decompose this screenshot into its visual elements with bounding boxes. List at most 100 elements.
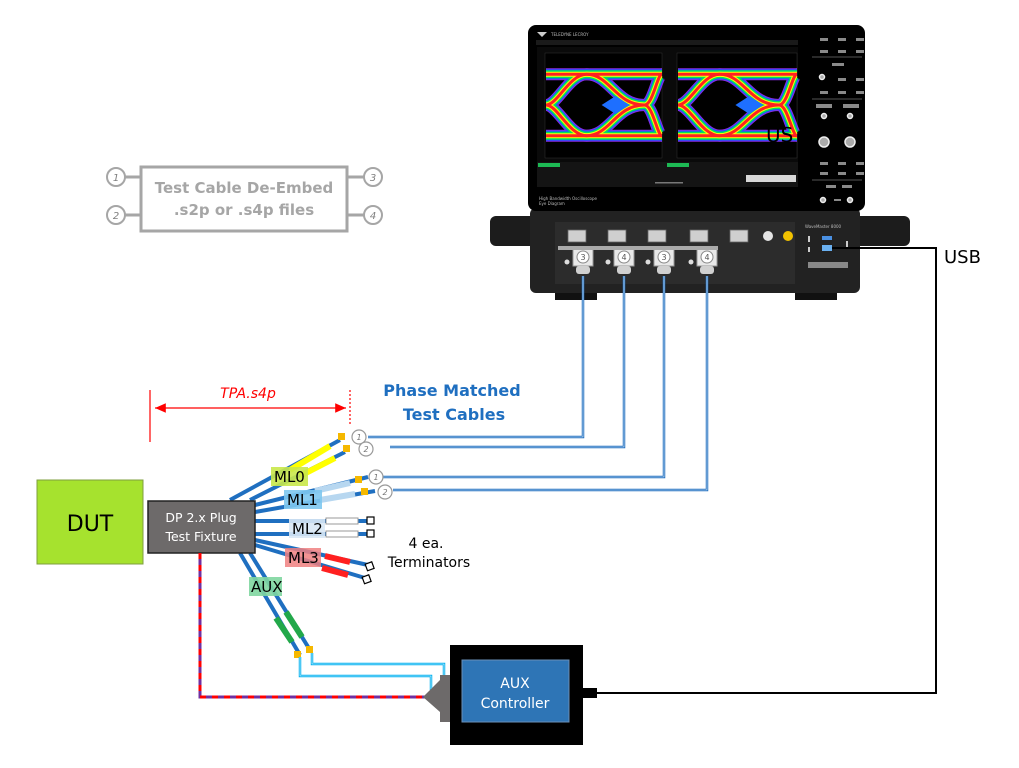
svg-text:2: 2 <box>382 488 387 497</box>
eye-opening <box>601 96 630 114</box>
scope-button[interactable] <box>832 63 844 66</box>
scope-menu-bar[interactable] <box>536 40 798 45</box>
scope-button[interactable] <box>856 38 864 41</box>
lane-label-ml3: ML3 <box>288 549 319 567</box>
cable-port-2b-icon: 2 <box>377 484 393 500</box>
eye-diagram <box>676 68 801 142</box>
terminator-icon <box>364 561 375 572</box>
scope-button[interactable] <box>838 78 846 81</box>
port-3-icon: 3 <box>363 167 383 187</box>
scope-button[interactable] <box>838 172 846 175</box>
usb-label: USB <box>944 247 981 268</box>
deembed-title: Test Cable De-Embed <box>155 179 334 197</box>
usb-port-1[interactable] <box>822 236 832 240</box>
aux-input-port[interactable] <box>567 229 587 243</box>
lane-label-aux: AUX <box>251 578 283 596</box>
led-icon <box>605 259 611 265</box>
terminators-label-line1: 4 ea. <box>409 536 444 552</box>
aux-controller-line2: Controller <box>481 696 550 712</box>
aux-input-port[interactable] <box>729 229 749 243</box>
oscilloscope: TELEDYNE LECROY High Bandwidth Oscillosc… <box>490 25 910 300</box>
scope-caption-1: High Bandwidth Oscilloscope <box>539 196 598 201</box>
indicator-led <box>783 231 793 241</box>
usb-connector-icon <box>583 688 597 698</box>
tpa-label: TPA.s4p <box>220 386 276 402</box>
scope-button[interactable] <box>838 91 846 94</box>
lane-label-ml2: ML2 <box>292 520 323 538</box>
terminator-icon <box>361 574 372 585</box>
aux-input-port[interactable] <box>647 229 667 243</box>
scope-button[interactable] <box>856 91 864 94</box>
terminator-icon <box>366 529 375 538</box>
svg-text:2: 2 <box>363 445 368 454</box>
scope-button[interactable] <box>842 185 852 188</box>
scope-button[interactable] <box>838 162 846 165</box>
svg-text:3: 3 <box>370 173 376 184</box>
aux-controller: AUX Controller <box>423 645 583 745</box>
aux-input-port[interactable] <box>689 229 709 243</box>
scope-button[interactable] <box>820 91 828 94</box>
eye-diagram <box>544 68 668 142</box>
power-button[interactable] <box>763 231 773 241</box>
port-1-icon: 1 <box>106 167 126 187</box>
svg-text:1: 1 <box>356 433 361 442</box>
fixture-label-line1: DP 2.x Plug <box>165 510 236 525</box>
scope-button[interactable] <box>820 162 828 165</box>
terminators-label-line2: Terminators <box>387 555 470 571</box>
svg-text:4: 4 <box>370 211 376 222</box>
fixture-label-line2: Test Fixture <box>164 529 236 544</box>
scope-button[interactable] <box>856 78 864 81</box>
scope-knob[interactable] <box>846 112 854 120</box>
channel-number: 4 <box>704 253 709 262</box>
scope-knob[interactable] <box>820 112 828 120</box>
screen-overlay-text: US <box>766 123 793 147</box>
scope-button[interactable] <box>826 185 836 188</box>
display-port[interactable] <box>808 262 848 268</box>
phase-matched-cables <box>368 276 709 492</box>
deembed-legend: 1 2 3 4 Test Cable De-Embed .s2p or .s4p… <box>106 165 383 233</box>
scope-button[interactable] <box>856 50 864 53</box>
scope-button[interactable] <box>820 38 828 41</box>
port-4-icon: 4 <box>363 205 383 225</box>
scope-button[interactable] <box>856 162 864 165</box>
cable-port-1b-icon: 1 <box>368 469 384 485</box>
scope-knob[interactable] <box>846 196 854 204</box>
led-icon <box>688 259 694 265</box>
cable-port-2a-icon: 2 <box>358 441 374 457</box>
eye-opening <box>735 96 764 114</box>
terminator-icon <box>366 516 375 525</box>
channel-number: 3 <box>661 253 666 262</box>
scope-button[interactable] <box>838 50 846 53</box>
channel-number: 3 <box>580 253 585 262</box>
scope-button[interactable] <box>820 50 828 53</box>
scope-knob[interactable] <box>818 73 826 81</box>
svg-text:1: 1 <box>373 473 378 482</box>
dut-box <box>36 479 144 565</box>
usb-cable <box>597 247 937 694</box>
aux-input-port[interactable] <box>607 229 627 243</box>
tpa-dimension <box>149 390 351 442</box>
cable-port-1a-icon: 1 <box>351 429 367 445</box>
scope-button[interactable] <box>834 199 841 201</box>
aux-controller-box <box>461 659 570 723</box>
scope-model: WaveMaster 8000 <box>805 224 842 229</box>
test-fixture-box <box>147 500 256 554</box>
scope-button[interactable] <box>856 172 864 175</box>
aux-controller-line1: AUX <box>500 676 530 692</box>
aux-connector-icon <box>423 675 450 722</box>
scope-button[interactable] <box>838 38 846 41</box>
scope-knob[interactable] <box>818 136 830 148</box>
scope-knob[interactable] <box>844 136 856 148</box>
scope-button[interactable] <box>820 172 828 175</box>
led-icon <box>645 259 651 265</box>
dut-label: DUT <box>67 512 114 537</box>
scope-button[interactable] <box>816 104 832 108</box>
port-2-icon: 2 <box>106 205 126 225</box>
scope-button[interactable] <box>843 104 859 108</box>
front-panel <box>555 222 795 284</box>
scope-caption-2: Eye Diagram <box>539 201 565 206</box>
led-icon <box>564 259 570 265</box>
scope-knob[interactable] <box>819 196 827 204</box>
usb-port-2[interactable] <box>822 245 832 251</box>
